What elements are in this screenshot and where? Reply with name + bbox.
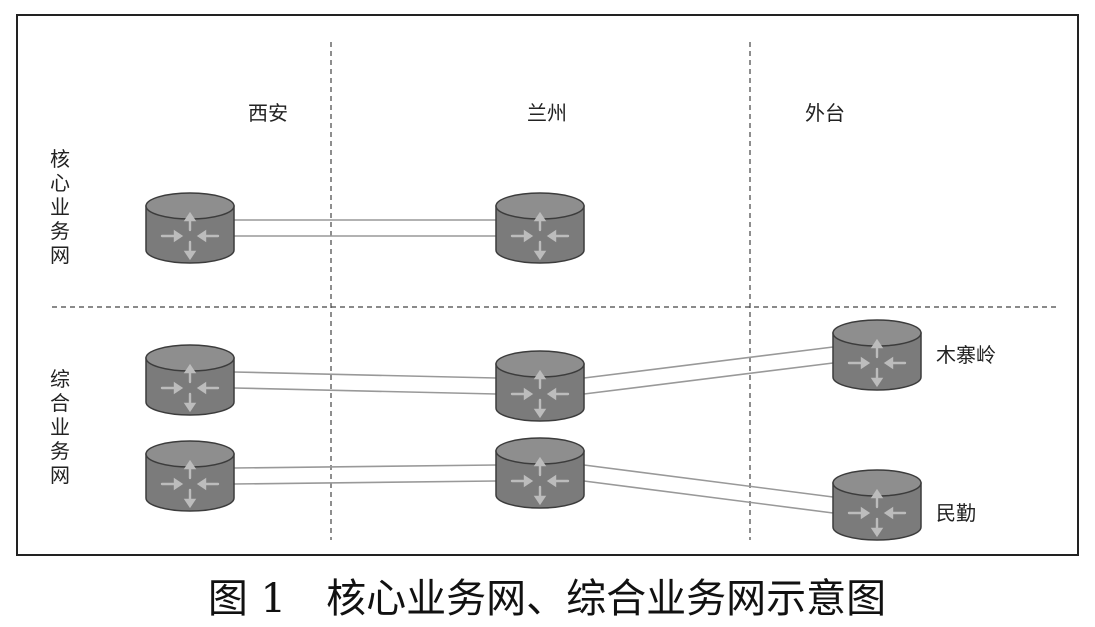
link-int-xian-2-int-lanzhou-2 [233,464,497,485]
router-int-minqin [832,469,922,541]
router-core-lanzhou [495,192,585,264]
link-int-xian-1-int-lanzhou-1 [233,371,497,395]
router-body [145,453,235,512]
row-label-char: 核 [50,147,70,171]
router-arrows-icon [160,363,220,413]
node-label-minqin: 民勤 [936,501,976,525]
router-arrows-icon [847,488,907,538]
link-int-lanzhou-2-int-minqin [583,464,834,514]
link-int-lanzhou-1-int-muzhailing [583,346,834,395]
router-body [145,357,235,416]
node-label-muzhailing: 木寨岭 [936,343,996,367]
diagram-frame [16,14,1079,556]
router-arrows-icon [160,211,220,261]
link-core-xian-core-lanzhou [234,219,496,237]
row-label-char: 业 [50,195,70,219]
row-label-char: 业 [50,415,70,439]
row-label-char: 网 [50,463,70,487]
row-label-char: 务 [50,439,70,463]
router-arrows-icon [510,369,570,419]
router-body [832,482,922,541]
row-label-char: 网 [50,243,70,267]
router-core-xian [145,192,235,264]
row-label-char: 合 [50,391,70,415]
column-label-lanzhou: 兰州 [527,101,567,125]
router-int-lanzhou-2 [495,437,585,509]
links-layer [233,219,834,514]
row-label-core: 核心业务网 [50,147,70,267]
router-int-lanzhou-1 [495,350,585,422]
link-line [233,480,497,485]
router-arrows-icon [160,459,220,509]
link-line [583,480,834,514]
router-int-xian-2 [145,440,235,512]
router-int-xian-1 [145,344,235,416]
row-label-char: 综 [50,367,70,391]
row-label-char: 务 [50,219,70,243]
router-body [495,450,585,509]
link-line [233,371,497,379]
column-label-waitai: 外台 [805,101,845,125]
link-line [233,387,497,395]
link-line [583,346,834,379]
link-line [233,464,497,469]
row-label-char: 心 [50,171,70,195]
router-int-muzhailing [832,319,922,391]
router-body [495,363,585,422]
router-body [495,205,585,264]
figure-caption: 图 1 核心业务网、综合业务网示意图 [208,576,886,622]
router-arrows-icon [847,338,907,388]
router-body [832,332,922,391]
column-label-xian: 西安 [248,101,288,125]
router-arrows-icon [510,456,570,506]
link-line [583,362,834,395]
routers-layer [145,192,922,541]
link-line [583,464,834,498]
router-arrows-icon [510,211,570,261]
router-body [145,205,235,264]
row-label-integrated: 综合业务网 [50,367,70,487]
